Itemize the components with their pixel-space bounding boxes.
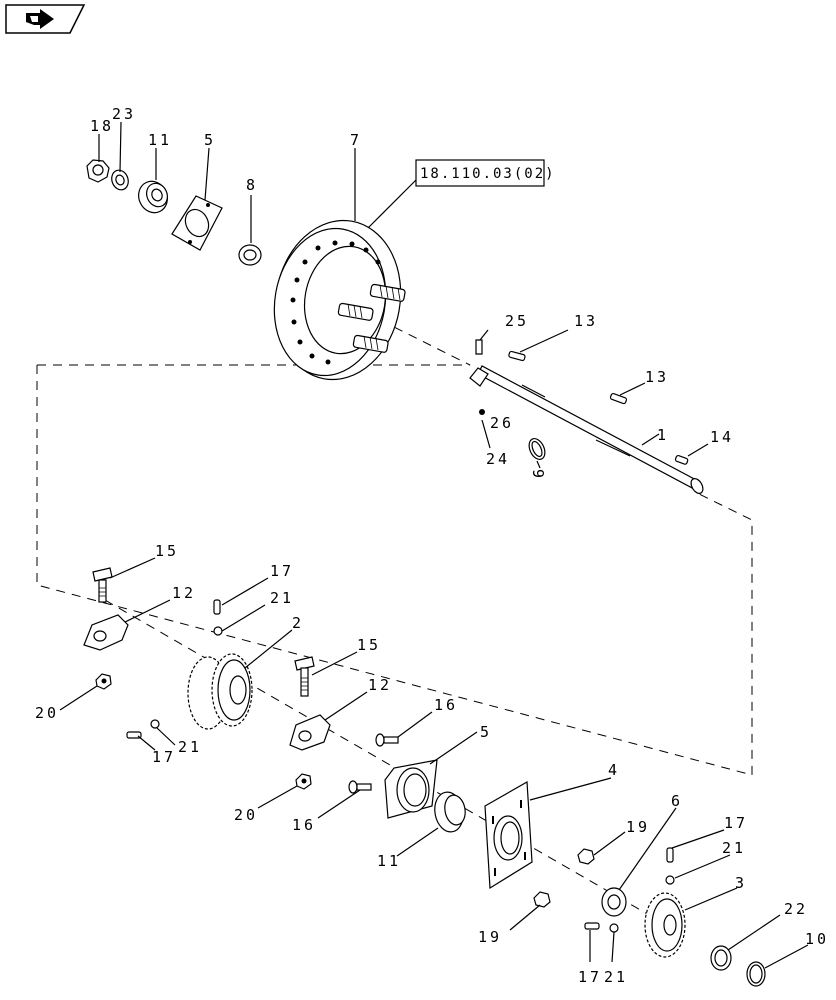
callout-21: 21 (604, 968, 628, 986)
part-20-nut-b (295, 773, 312, 790)
part-17-pin-d (584, 922, 600, 930)
part-12-clamp-a (83, 614, 129, 651)
callout-9: 9 (529, 469, 547, 481)
phantom-lines (36, 319, 753, 931)
part-10-snap-ring (746, 961, 766, 987)
part-22-washer (710, 945, 732, 971)
callout-20: 20 (35, 704, 59, 722)
callout-5: 5 (480, 723, 492, 741)
reference-link[interactable]: 18.110.03(02) (415, 159, 556, 187)
part-6-collar (601, 887, 627, 917)
part-16-bolt-a (375, 733, 399, 747)
callout-6: 6 (671, 792, 683, 810)
callout-12: 12 (172, 584, 196, 602)
reference-label: 18.110.03(02) (420, 166, 556, 182)
part-17-pin-a (213, 599, 221, 615)
hub-studs (337, 283, 406, 353)
callout-10: 10 (805, 930, 829, 948)
callout-17: 17 (724, 814, 748, 832)
callout-23: 23 (112, 105, 136, 123)
callout-26: 26 (490, 414, 514, 432)
part-19-nut-a (577, 848, 595, 865)
part-7-disc-hub (273, 219, 406, 381)
part-17-pin-b (126, 731, 142, 739)
part-24-26-pin-washer (479, 409, 485, 415)
callout-2: 2 (292, 614, 304, 632)
callout-21: 21 (270, 589, 294, 607)
part-1-shaft (469, 365, 704, 494)
part-15-bolt-a (92, 567, 113, 603)
callout-19: 19 (478, 928, 502, 946)
callout-3: 3 (735, 874, 747, 892)
part-13-key-a (508, 350, 526, 362)
callout-5: 5 (204, 131, 216, 149)
part-9-ring (528, 438, 546, 460)
callout-17: 17 (578, 968, 602, 986)
callout-16: 16 (434, 696, 458, 714)
part-8-spacer (238, 244, 262, 266)
callout-17: 17 (270, 562, 294, 580)
part-13-key-b (609, 392, 628, 405)
part-11-bearing (138, 180, 168, 214)
part-5-flange-upper (171, 195, 223, 251)
part-11-bearing-lower (434, 791, 466, 833)
part-16-bolt-b (348, 780, 372, 794)
part-4-mounting-plate (484, 781, 533, 890)
back-button[interactable] (5, 4, 86, 34)
part-18-lock-nut (86, 159, 110, 183)
callout-21: 21 (722, 839, 746, 857)
callout-18: 18 (90, 117, 114, 135)
leader-lines (59, 121, 809, 969)
part-21-nut-a (213, 626, 223, 636)
part-21-nut-d (609, 923, 619, 933)
callout-8: 8 (246, 176, 258, 194)
callout-20: 20 (234, 806, 258, 824)
callout-24: 24 (486, 450, 510, 468)
callout-11: 11 (148, 131, 172, 149)
callout-13: 13 (574, 312, 598, 330)
part-19-nut-b (533, 891, 551, 908)
part-17-pin-c (666, 847, 674, 863)
callout-21: 21 (178, 738, 202, 756)
part-21-nut-c (665, 875, 675, 885)
callout-12: 12 (368, 676, 392, 694)
callout-7: 7 (350, 131, 362, 149)
callout-11: 11 (377, 852, 401, 870)
part-25-pin (475, 339, 483, 355)
back-arrow-icon (26, 9, 54, 29)
callout-13: 13 (645, 368, 669, 386)
part-23-washer (111, 169, 129, 191)
callout-15: 15 (357, 636, 381, 654)
callout-17: 17 (152, 748, 176, 766)
callout-labels: 18 23 11 5 8 7 25 13 13 26 24 1 14 9 15 … (35, 105, 829, 986)
callout-14: 14 (710, 428, 734, 446)
callout-16: 16 (292, 816, 316, 834)
part-21-nut-b (150, 719, 160, 729)
callout-19: 19 (626, 818, 650, 836)
callout-4: 4 (608, 761, 620, 779)
callout-25: 25 (505, 312, 529, 330)
callout-15: 15 (155, 542, 179, 560)
part-15-bolt-b (294, 656, 315, 697)
part-5-flange-lower (384, 759, 438, 819)
callout-22: 22 (784, 900, 808, 918)
part-3-sprocket (644, 892, 686, 958)
part-2-double-sprocket (187, 653, 253, 730)
part-20-nut-a (95, 673, 112, 690)
part-14-key (674, 454, 689, 465)
part-12-clamp-b (289, 714, 331, 751)
callout-1: 1 (657, 426, 669, 444)
